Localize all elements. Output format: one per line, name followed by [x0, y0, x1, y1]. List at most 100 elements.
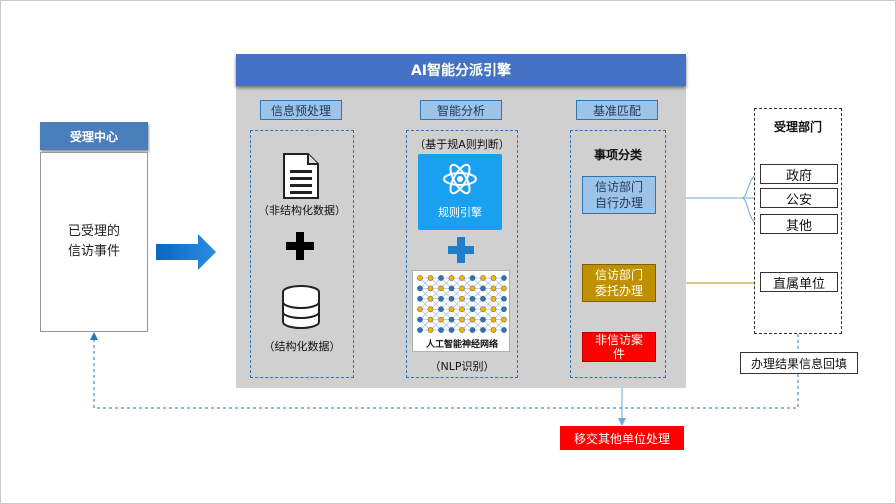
preprocess-box — [250, 130, 354, 378]
non-petition-line1: 非信访案 — [594, 333, 643, 347]
nn-node — [427, 327, 434, 333]
feedback-loop — [93, 338, 799, 409]
nn-node — [469, 275, 476, 281]
receiving-title: 受理部门 — [773, 120, 822, 134]
nn-node — [490, 295, 497, 302]
nn-node — [501, 285, 507, 292]
nn-node — [490, 327, 497, 333]
rule-engine-label: 规则引擎 — [438, 206, 482, 219]
center-body-line2: 信访事件 — [67, 244, 120, 259]
entrust-handle-line1: 信访部门 — [594, 268, 643, 282]
non-petition-box: 非信访案件 — [582, 332, 656, 362]
nn-node — [480, 327, 486, 333]
matching-box — [570, 130, 666, 378]
section-label-preprocess: 信息预处理 — [260, 100, 342, 120]
nn-node — [417, 295, 423, 302]
section-label-analysis: 智能分析 — [420, 100, 502, 120]
rule-engine-tile: 规则引擎 — [418, 154, 502, 230]
document-icon — [283, 153, 319, 199]
connector-transfer-arrowhead — [618, 418, 626, 426]
nn-node — [480, 275, 486, 281]
section-label-matching: 基准匹配 — [576, 100, 658, 120]
nn-node — [469, 295, 476, 302]
structured-caption: （结构化数据） — [263, 340, 341, 353]
nn-node — [501, 295, 507, 302]
center-body: 已受理的 信访事件 — [40, 152, 148, 332]
feedback-loop-arrowhead — [90, 332, 98, 340]
nn-node — [417, 327, 423, 333]
nn-node — [490, 306, 497, 313]
rule-judge-caption: （基于规A则判断） — [414, 138, 510, 151]
feedback-box: 办理结果信息回填 — [740, 352, 858, 374]
nn-node — [501, 306, 507, 313]
nn-node — [490, 285, 497, 292]
nn-node — [469, 327, 476, 333]
nn-node — [459, 306, 465, 313]
nn-node — [417, 285, 423, 292]
nn-node — [469, 306, 476, 313]
self-handle-line2: 自行办理 — [594, 196, 643, 210]
plus-blue-v — [457, 237, 465, 263]
plus-icon-v — [296, 232, 304, 260]
nn-node — [438, 306, 444, 313]
unstructured-caption: （非结构化数据） — [258, 204, 346, 217]
nn-node — [427, 306, 434, 313]
nn-node — [427, 295, 434, 302]
nn-node — [501, 275, 507, 281]
nn-node — [427, 275, 434, 281]
neural-network-icon — [417, 275, 507, 333]
nn-node — [459, 285, 465, 292]
nn-node — [438, 316, 444, 323]
analysis-box — [406, 130, 518, 378]
dept-direct-unit: 直属单位 — [760, 272, 838, 292]
nn-node — [438, 327, 444, 333]
engine-title: AI智能分派引擎 — [236, 54, 686, 86]
nn-node — [448, 306, 455, 313]
classification-title: 事项分类 — [593, 148, 642, 162]
nn-node — [427, 285, 434, 292]
neural-network-tile: 人工智能神经网络 — [412, 270, 510, 352]
dept-other: 其他 — [760, 214, 838, 234]
nlp-caption: （NLP识别） — [429, 360, 495, 373]
nn-node — [448, 327, 455, 333]
entrust-handle-box: 信访部门委托办理 — [582, 264, 656, 302]
nn-node — [469, 316, 476, 323]
nn-label: 人工智能神经网络 — [425, 340, 498, 350]
flow-arrow-to-engine — [156, 234, 216, 270]
nn-node — [480, 285, 486, 292]
nn-node — [459, 275, 465, 281]
nn-node — [459, 295, 465, 302]
nn-node — [417, 316, 423, 323]
nn-node — [480, 306, 486, 313]
nn-node — [501, 327, 507, 333]
nn-node — [459, 316, 465, 323]
dept-government: 政府 — [760, 164, 838, 184]
nn-node — [480, 295, 486, 302]
nn-node — [438, 295, 444, 302]
nn-node — [459, 327, 465, 333]
nn-node — [490, 275, 497, 281]
nn-node — [417, 306, 423, 313]
nn-node — [417, 275, 423, 281]
nn-node — [427, 316, 434, 323]
nn-node — [448, 285, 455, 292]
non-petition-line2: 件 — [612, 347, 625, 361]
database-icon — [282, 285, 320, 329]
self-handle-line1: 信访部门 — [594, 180, 643, 194]
atom-icon — [443, 163, 477, 195]
nn-node — [448, 295, 455, 302]
center-title: 受理中心 — [40, 122, 148, 150]
entrust-handle-line2: 委托办理 — [594, 284, 643, 298]
center-body-line1: 已受理的 — [67, 224, 120, 239]
nn-node — [469, 285, 476, 292]
nn-node — [490, 316, 497, 323]
nn-node — [448, 275, 455, 281]
nn-node — [438, 285, 444, 292]
nn-node — [438, 275, 444, 281]
dept-police: 公安 — [760, 188, 838, 208]
nn-node — [480, 316, 486, 323]
self-handle-box: 信访部门自行办理 — [582, 176, 656, 214]
nn-node — [448, 316, 455, 323]
transfer-box: 移交其他单位处理 — [560, 426, 684, 450]
nn-node — [501, 316, 507, 323]
